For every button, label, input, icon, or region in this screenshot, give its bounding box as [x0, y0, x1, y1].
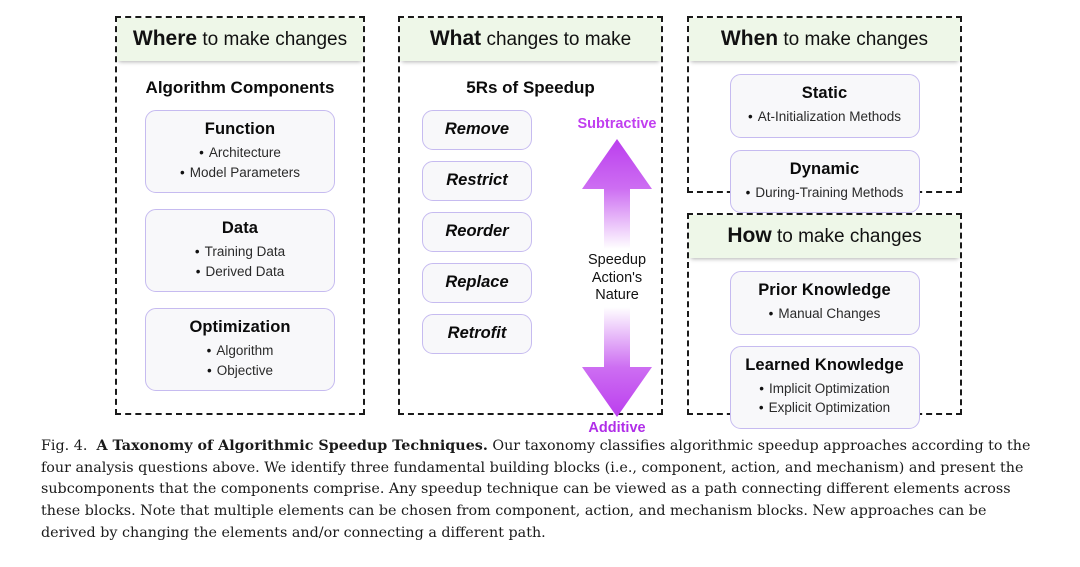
- list-item: Implicit Optimization: [741, 379, 909, 399]
- list-item: During-Training Methods: [741, 183, 909, 203]
- panel-what-body: 5Rs of Speedup Remove Restrict Reorder R…: [400, 61, 661, 436]
- caption-label: Fig. 4.: [41, 438, 88, 454]
- pill-restrict[interactable]: Restrict: [422, 161, 532, 201]
- caption-body: Our taxonomy classifies algorithmic spee…: [41, 438, 1031, 541]
- panel-what-header: What changes to make: [400, 18, 661, 61]
- card-optimization-title: Optimization: [189, 318, 291, 337]
- card-learned-knowledge-list: Implicit Optimization Explicit Optimizat…: [741, 379, 909, 418]
- label-additive: Additive: [588, 420, 646, 436]
- panel-what-header-lead: What: [429, 27, 482, 50]
- speedup-nature-axis: Subtractive Speedup Action's Nature: [558, 116, 676, 437]
- card-learned-knowledge-title: Learned Knowledge: [745, 355, 904, 374]
- list-item: Objective: [156, 361, 324, 381]
- panel-when-header-lead: When: [720, 27, 779, 50]
- panel-where-header-lead: Where: [132, 27, 198, 50]
- taxonomy-figure: Where to make changes Algorithm Componen…: [0, 0, 1080, 432]
- panel-what-header-rest: changes to make: [481, 29, 632, 50]
- figure-caption: Fig. 4. A Taxonomy of Algorithmic Speedu…: [41, 436, 1041, 545]
- panel-when: When to make changes Static At-Initializ…: [687, 16, 962, 214]
- card-function-list: Architecture Model Parameters: [156, 143, 324, 182]
- card-prior-knowledge[interactable]: Prior Knowledge Manual Changes: [729, 271, 920, 335]
- panel-where-header-rest: to make changes: [197, 29, 348, 50]
- pill-replace[interactable]: Replace: [422, 263, 532, 303]
- card-static-title: Static: [801, 84, 848, 102]
- card-dynamic-list: During-Training Methods: [741, 183, 909, 203]
- card-optimization-list: Algorithm Objective: [156, 341, 324, 380]
- card-function[interactable]: Function Architecture Model Parameters: [145, 110, 335, 194]
- list-item: At-Initialization Methods: [741, 107, 909, 127]
- panel-how-body: Prior Knowledge Manual Changes Learned K…: [689, 258, 960, 442]
- list-item: Explicit Optimization: [741, 398, 909, 418]
- card-data-list: Training Data Derived Data: [156, 242, 324, 281]
- card-dynamic[interactable]: Dynamic During-Training Methods: [729, 149, 920, 214]
- panel-when-body: Static At-Initialization Methods Dynamic…: [689, 61, 960, 226]
- section-title-algorithm-components: Algorithm Components: [145, 78, 335, 97]
- panel-when-header: When to make changes: [689, 18, 960, 61]
- pill-retrofit[interactable]: Retrofit: [422, 314, 532, 354]
- list-item: Training Data: [156, 242, 324, 262]
- section-title-5rs: 5Rs of Speedup: [466, 78, 595, 97]
- list-item: Architecture: [156, 143, 324, 163]
- arrow-up-icon: [582, 138, 652, 249]
- list-item: Derived Data: [156, 262, 324, 282]
- panel-how-header: How to make changes: [689, 215, 960, 258]
- card-function-title: Function: [204, 120, 276, 138]
- arrow-down-icon: [582, 307, 652, 417]
- card-static[interactable]: Static At-Initialization Methods: [729, 74, 920, 138]
- panel-when-header-rest: to make changes: [778, 29, 929, 50]
- card-static-list: At-Initialization Methods: [741, 107, 909, 127]
- list-item: Manual Changes: [741, 304, 909, 324]
- label-subtractive: Subtractive: [577, 116, 657, 132]
- card-data[interactable]: Data Training Data Derived Data: [145, 209, 335, 293]
- panel-how: How to make changes Prior Knowledge Manu…: [687, 213, 962, 429]
- card-learned-knowledge[interactable]: Learned Knowledge Implicit Optimization …: [729, 345, 920, 429]
- panel-what: What changes to make 5Rs of Speedup Remo…: [398, 16, 663, 436]
- pill-reorder[interactable]: Reorder: [422, 212, 532, 252]
- card-prior-knowledge-list: Manual Changes: [741, 304, 909, 324]
- pill-remove[interactable]: Remove: [422, 110, 532, 150]
- card-data-title: Data: [221, 219, 259, 238]
- list-item: Algorithm: [156, 341, 324, 361]
- list-item: Model Parameters: [156, 163, 324, 183]
- card-prior-knowledge-title: Prior Knowledge: [758, 281, 891, 299]
- panel-how-header-lead: How: [727, 224, 772, 247]
- speedup-nature-text: Speedup Action's Nature: [587, 251, 647, 304]
- card-dynamic-title: Dynamic: [789, 159, 860, 178]
- panel-where-body: Algorithm Components Function Architectu…: [117, 61, 363, 421]
- caption-title: A Taxonomy of Algorithmic Speedup Techni…: [96, 438, 488, 454]
- panel-where: Where to make changes Algorithm Componen…: [115, 16, 365, 415]
- panel-how-header-rest: to make changes: [771, 226, 922, 247]
- panel-where-header: Where to make changes: [117, 18, 363, 61]
- pill-column: Remove Restrict Reorder Replace Retrofit: [422, 110, 649, 354]
- card-optimization[interactable]: Optimization Algorithm Objective: [145, 308, 335, 392]
